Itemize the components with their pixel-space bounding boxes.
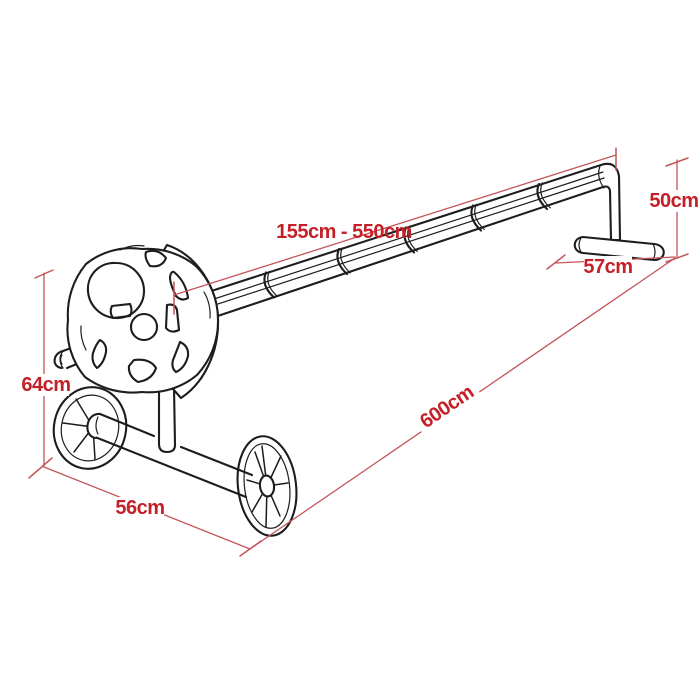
label-background (116, 497, 164, 519)
wheel-cutouts (91, 249, 190, 384)
label-background (650, 190, 697, 212)
dimension-wheel-end-height (34, 269, 54, 468)
label-wheel-end-height: 64cm (21, 374, 70, 396)
cart-frame (86, 385, 276, 499)
axle-bar (98, 412, 156, 438)
label-background (22, 374, 69, 396)
label-background (584, 256, 632, 278)
hand-wheel (66, 244, 220, 394)
axle-bar (179, 445, 254, 477)
cart-post (157, 385, 177, 454)
wheel-hub-center (129, 312, 159, 342)
label-overall-length: 600cm (416, 381, 478, 433)
wheel-hub (258, 474, 276, 498)
label-wheel-base-width: 56cm (115, 497, 164, 519)
tube-end-joint (598, 165, 605, 189)
label-background (411, 378, 483, 436)
label-stand-foot-width: 57cm (583, 256, 632, 278)
axle-bar (93, 435, 248, 499)
label-stand-height: 50cm (649, 190, 698, 212)
wheel-face (66, 247, 220, 394)
telescopic-tube (166, 162, 622, 332)
label-tube-length: 155cm - 550cm (276, 221, 412, 243)
tube-joints (263, 182, 551, 299)
left-wheel (52, 386, 128, 470)
dimension-tube-length (173, 147, 617, 315)
